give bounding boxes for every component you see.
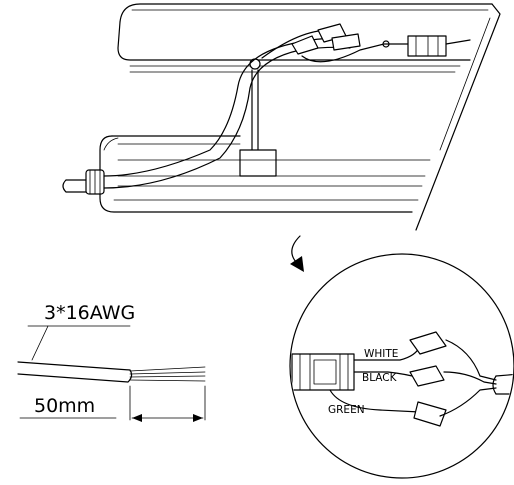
wire-label-white: WHITE: [364, 348, 398, 360]
wire-spec-label: 3*16AWG: [44, 302, 135, 324]
arrow-down-icon: [290, 235, 304, 272]
wire-label-green: GREEN: [328, 404, 365, 416]
wire-label-black: BLACK: [362, 372, 398, 384]
strip-length-label: 50mm: [34, 395, 95, 417]
fixture-illustration: [62, 3, 501, 231]
cable-strip-detail: [17, 325, 206, 422]
wiring-detail-circle: [289, 253, 514, 479]
